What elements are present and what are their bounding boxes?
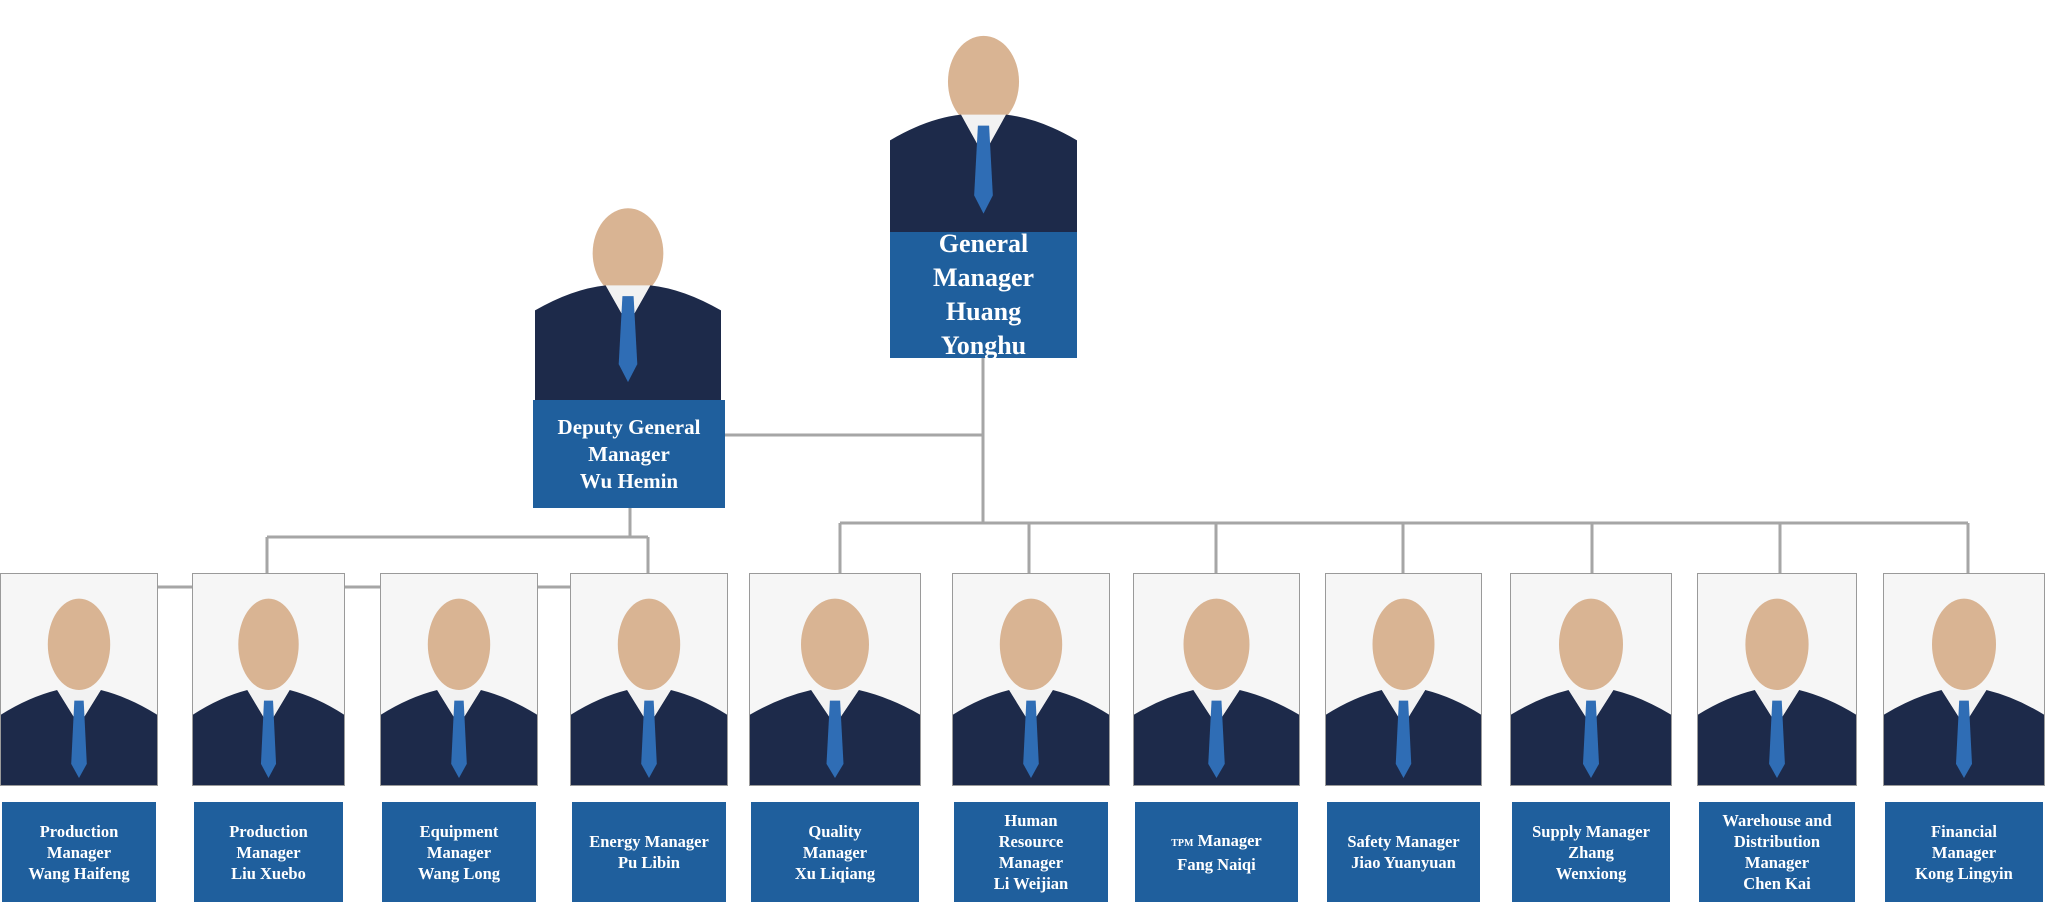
quality-manager-photo (749, 573, 921, 786)
tpm-abbreviation: TPM (1171, 837, 1194, 849)
supply-manager-label: Supply Manager Zhang Wenxiong (1512, 802, 1670, 902)
general-manager-photo (890, 12, 1077, 232)
production-manager-1-label: Production Manager Wang Haifeng (2, 802, 156, 902)
equipment-manager-label: Equipment Manager Wang Long (382, 802, 536, 902)
financial-manager-photo (1883, 573, 2045, 786)
financial-manager-text: Financial Manager Kong Lingyin (1915, 821, 2013, 883)
energy-manager-photo (570, 573, 728, 786)
human-resource-manager-text: Human Resource Manager Li Weijian (993, 811, 1069, 893)
production-manager-1-photo (0, 573, 158, 786)
energy-manager-text: Energy Manager Pu Libin (589, 832, 709, 872)
human-resource-manager-photo (952, 573, 1110, 786)
safety-manager-photo (1325, 573, 1482, 786)
manager-label-text: Manager Fang Naiqi (1177, 830, 1262, 874)
tpm-manager-label: TPM Manager Fang Naiqi (1135, 802, 1298, 902)
quality-manager-label: Quality Manager Xu Liqiang (751, 802, 919, 902)
equipment-manager-text: Equipment Manager Wang Long (417, 821, 501, 883)
production-manager-2-text: Production Manager Liu Xuebo (229, 821, 308, 883)
human-resource-manager-label: Human Resource Manager Li Weijian (954, 802, 1108, 902)
energy-manager-label: Energy Manager Pu Libin (572, 802, 726, 902)
warehouse-distribution-manager-label: Warehouse and Distribution Manager Chen … (1699, 802, 1855, 902)
equipment-manager-photo (380, 573, 538, 786)
supply-manager-text: Supply Manager Zhang Wenxiong (1532, 821, 1650, 883)
tpm-manager-text: TPM Manager Fang Naiqi (1171, 830, 1262, 875)
deputy-general-manager-photo (535, 185, 721, 400)
financial-manager-label: Financial Manager Kong Lingyin (1885, 802, 2043, 902)
general-manager-label: General Manager Huang Yonghu (890, 229, 1077, 360)
production-manager-1-text: Production Manager Wang Haifeng (28, 821, 130, 883)
safety-manager-text: Safety Manager Jiao Yuanyuan (1347, 832, 1460, 872)
production-manager-2-photo (192, 573, 345, 786)
safety-manager-label: Safety Manager Jiao Yuanyuan (1327, 802, 1480, 902)
production-manager-2-label: Production Manager Liu Xuebo (194, 802, 343, 902)
deputy-general-manager-label: Deputy General Manager Wu Hemin (533, 400, 725, 508)
warehouse-distribution-manager-text: Warehouse and Distribution Manager Chen … (1722, 811, 1832, 893)
supply-manager-photo (1510, 573, 1672, 786)
tpm-manager-photo (1133, 573, 1300, 786)
quality-manager-text: Quality Manager Xu Liqiang (794, 821, 876, 883)
warehouse-distribution-manager-photo (1697, 573, 1857, 786)
